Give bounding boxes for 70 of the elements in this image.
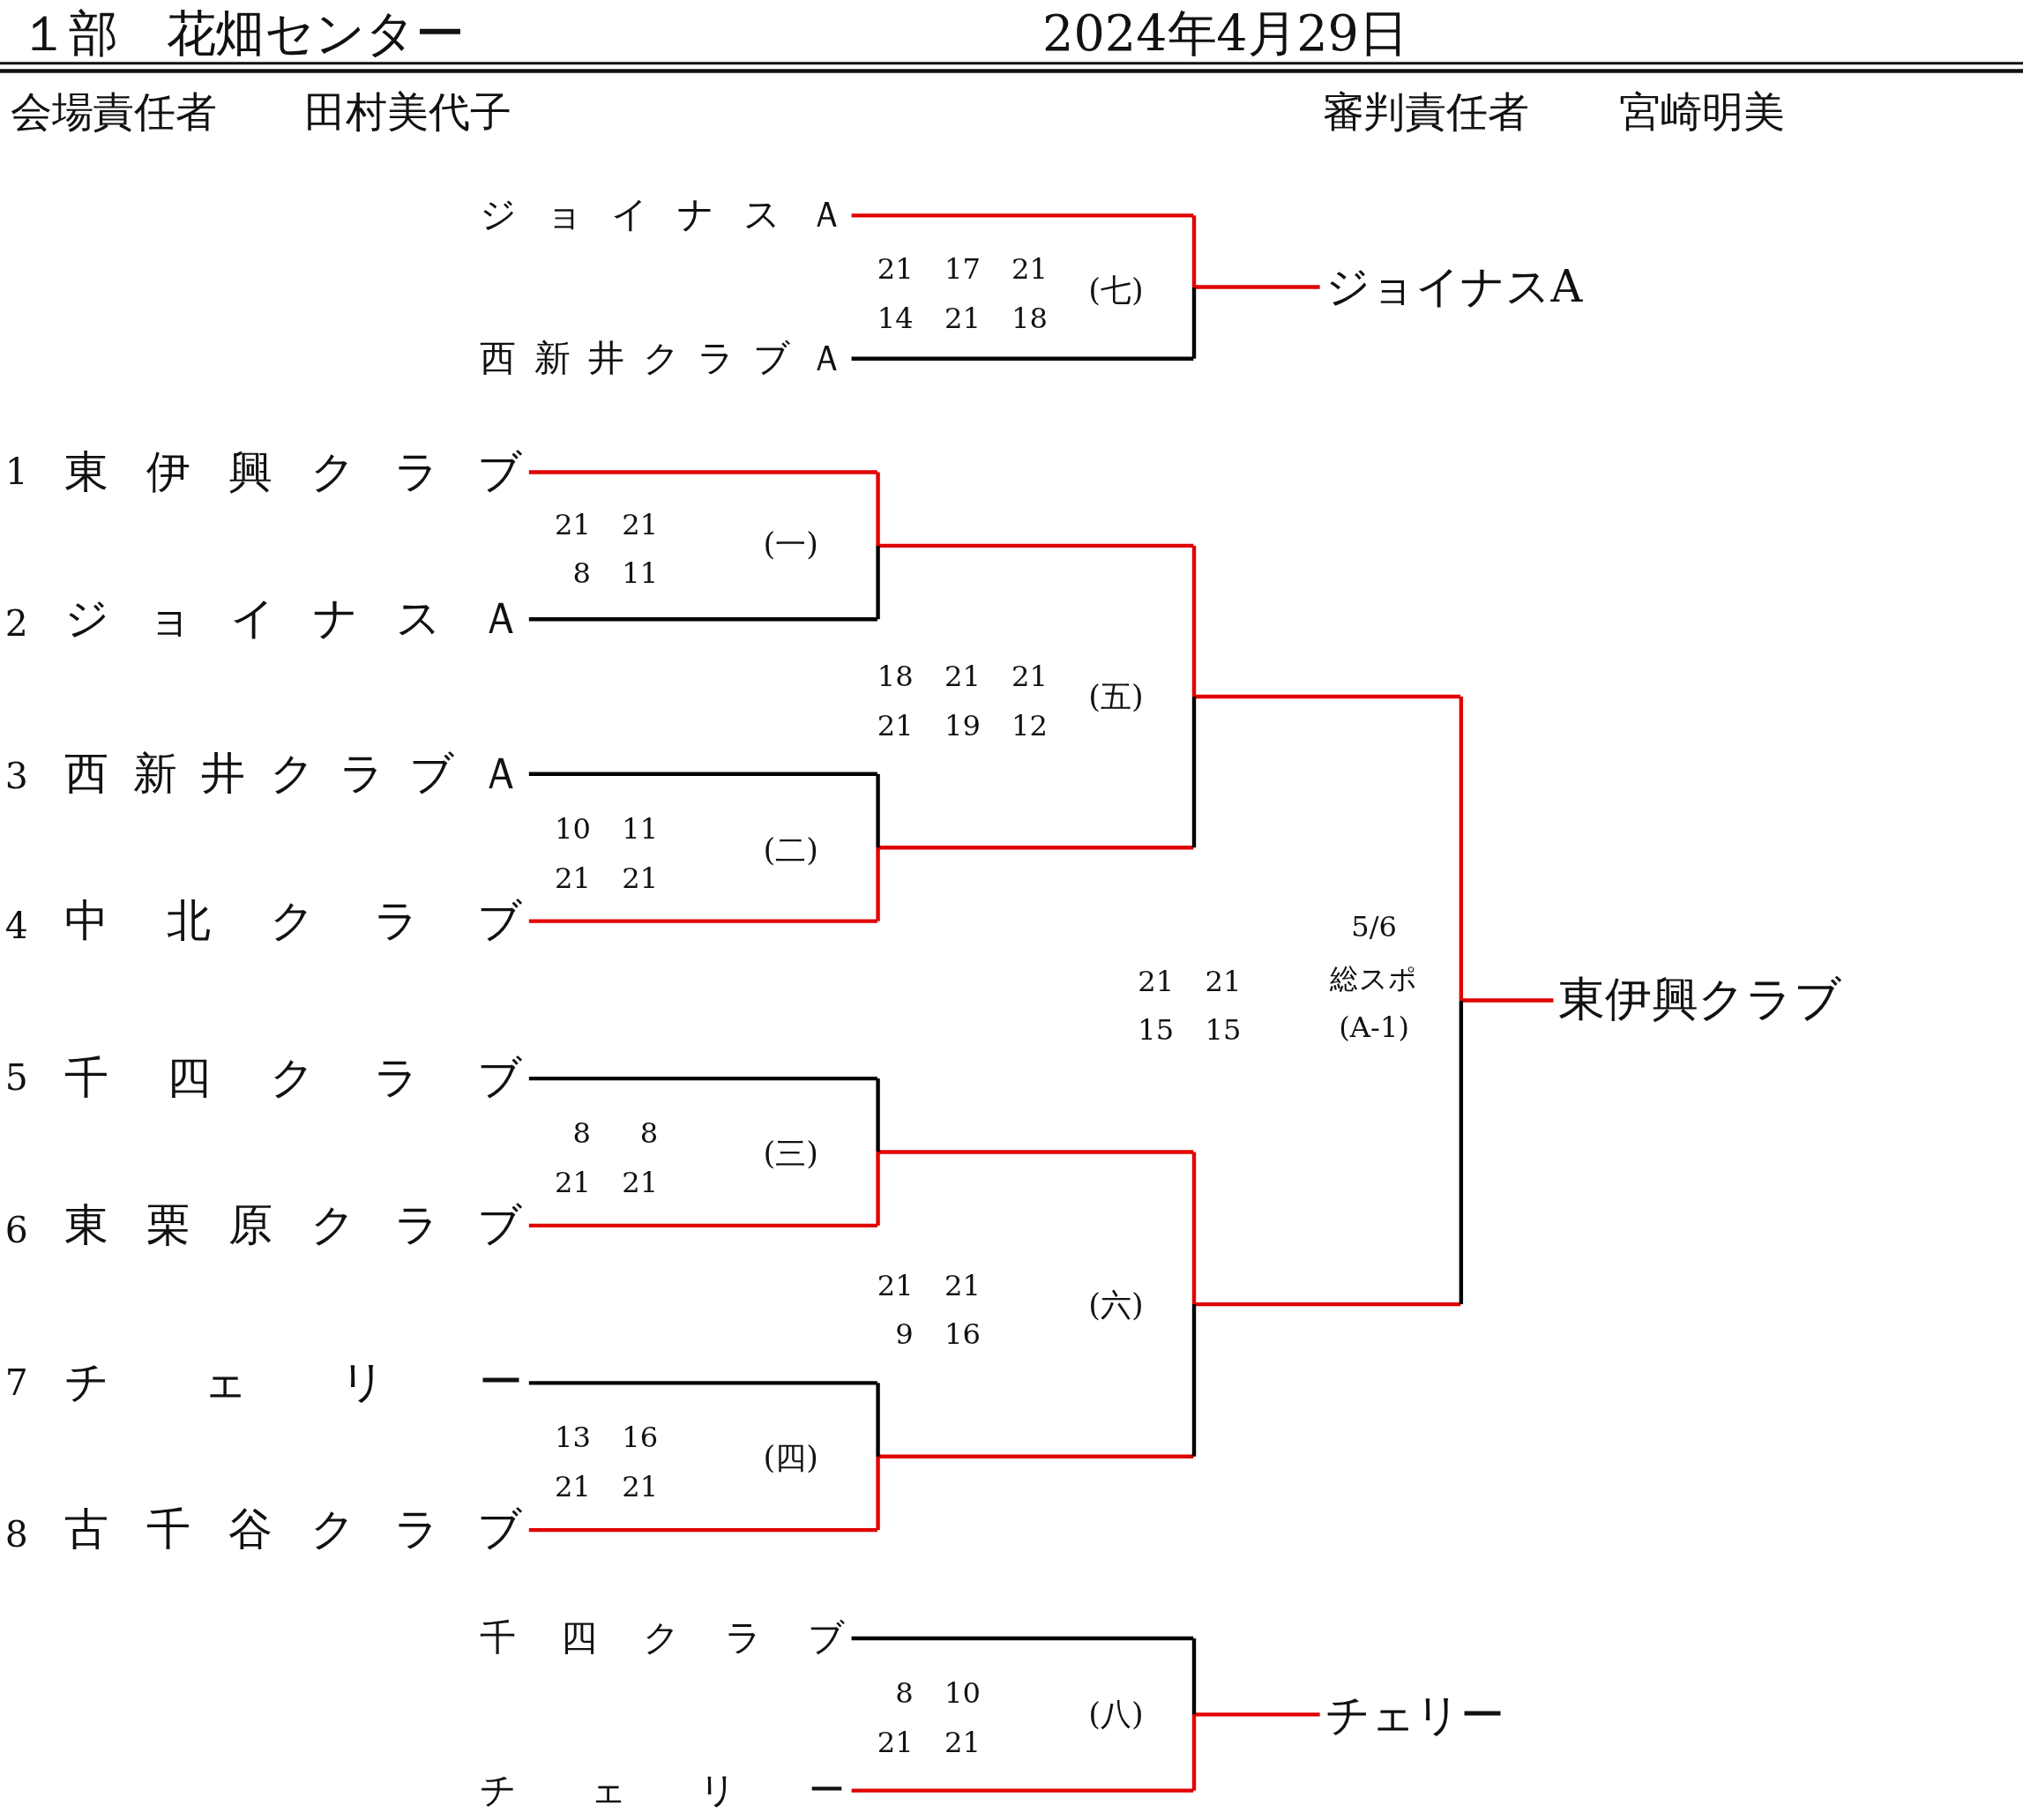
bracket-line (528, 470, 877, 474)
bracket-line (528, 772, 877, 776)
bracket-line (528, 1381, 877, 1385)
winner-name: 東伊興クラブ (1558, 971, 1841, 1030)
person-name: 宮崎明美 (1619, 87, 1785, 139)
match-label: (三) (762, 1135, 820, 1174)
match-label: (六) (1087, 1287, 1145, 1326)
bracket-line (851, 1788, 1194, 1793)
bracket-line (528, 617, 877, 622)
seed-number: 3 (4, 754, 28, 799)
score-row-text: 8 11 (571, 557, 659, 592)
score-row-text: 13 16 (554, 1421, 659, 1456)
seed-number: 2 (4, 601, 28, 646)
score-row-text: 15 15 (1137, 1013, 1242, 1048)
bracket-line (528, 1527, 877, 1533)
score-row-text: 21 21 (876, 1269, 981, 1303)
bracket-line (528, 1076, 877, 1081)
match-label: (四) (762, 1439, 820, 1478)
team-name: チェリー (480, 1767, 846, 1815)
match-label: (一) (762, 526, 820, 565)
bracket-line (528, 919, 877, 923)
team-name: 西新井クラブＡ (64, 745, 523, 803)
score-row-text: 21 21 (554, 508, 659, 542)
team-name: 古千谷クラブ (64, 1501, 523, 1559)
bracket-line (851, 213, 1194, 218)
team-name: 西新井クラブＡ (480, 335, 846, 383)
match-label: (五) (1087, 678, 1145, 717)
team-name: 東栗原クラブ (64, 1197, 523, 1255)
seed-number: 6 (4, 1208, 28, 1253)
score-row-text: 21 21 (554, 1470, 659, 1504)
match-label: (二) (762, 832, 820, 870)
match-label: 5/6 (1350, 910, 1398, 945)
score-row-text: 18 21 21 (876, 660, 1048, 695)
bracket-line (851, 356, 1194, 361)
team-name: 千四クラブ (64, 1049, 523, 1108)
score-row-text: 21 17 21 (876, 252, 1048, 287)
match-label: 総スポ (1329, 961, 1419, 997)
score-row-text: 8 10 (894, 1676, 981, 1711)
score-row-text: 9 16 (894, 1318, 981, 1353)
role-label: 会場責任者 (10, 87, 217, 139)
team-name: チェリー (64, 1354, 523, 1412)
title: １部 花畑センター (19, 4, 465, 64)
winner-name: ジョイナスA (1325, 259, 1583, 315)
seed-number: 4 (4, 904, 28, 949)
seed-number: 5 (4, 1055, 28, 1100)
bracket-line (528, 1223, 877, 1228)
role-label: 審判責任者 (1322, 87, 1529, 139)
match-label: (七) (1087, 272, 1145, 310)
score-row-text: 21 21 (1137, 965, 1242, 999)
score-row-text: 8 8 (571, 1116, 659, 1151)
score-row-text: 14 21 18 (876, 302, 1048, 336)
score-row-text: 21 21 (554, 1166, 659, 1200)
team-name: 千四クラブ (480, 1615, 846, 1662)
match-label: (八) (1087, 1697, 1145, 1734)
date: 2024年4月29日 (1042, 4, 1408, 64)
score-row-text: 21 21 (876, 1726, 981, 1760)
bracket-line (851, 1636, 1194, 1641)
team-name: 中北クラブ (64, 892, 523, 950)
team-name: ジョイナスＡ (64, 590, 523, 648)
seed-number: 8 (4, 1512, 28, 1557)
seed-number: 7 (4, 1360, 28, 1406)
winner-name: チェリー (1325, 1687, 1504, 1742)
person-name: 田村美代子 (304, 87, 511, 139)
team-name: 東伊興クラブ (64, 444, 523, 501)
match-label: (A-1) (1338, 1011, 1410, 1046)
score-row-text: 21 21 (554, 862, 659, 896)
team-name: ジョイナスＡ (480, 191, 846, 239)
seed-number: 1 (4, 450, 28, 495)
score-row-text: 10 11 (554, 812, 659, 847)
score-row-text: 21 19 12 (876, 709, 1048, 743)
